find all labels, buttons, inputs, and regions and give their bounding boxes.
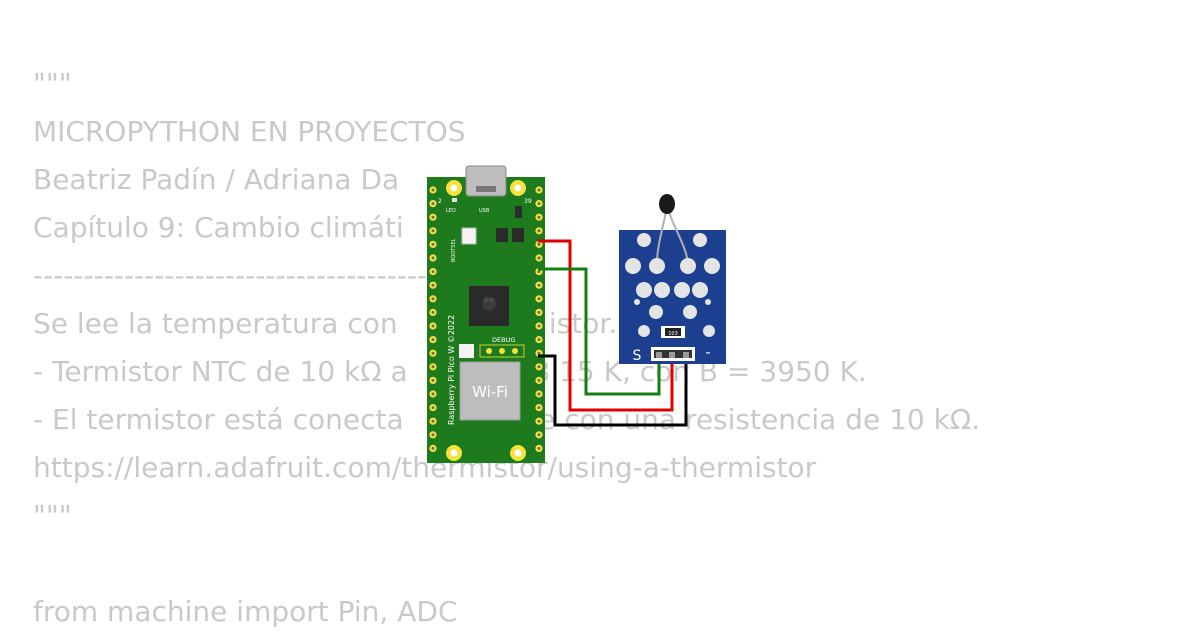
resistor-label: 103 bbox=[668, 331, 678, 337]
chip-small bbox=[512, 228, 524, 242]
code-line: """ bbox=[33, 499, 72, 532]
pico-w-board[interactable]: 2 39 LED USB BOOTSEL Raspberry Pi Pico W… bbox=[427, 165, 545, 463]
code-line: Se lee la temperatura con istor. bbox=[33, 307, 618, 340]
pin-number-right: 39 bbox=[524, 198, 532, 205]
debug-label: DEBUG bbox=[492, 336, 515, 344]
sensor-pcb bbox=[619, 230, 726, 364]
code-line: ----------------------------------------… bbox=[33, 259, 458, 292]
black-wire[interactable] bbox=[538, 354, 688, 427]
code-line: https://learn.adafruit.com/thermistor/us… bbox=[33, 451, 817, 484]
smd-component bbox=[515, 206, 522, 218]
bootsel-label: BOOTSEL bbox=[451, 238, 457, 262]
led-label: LED bbox=[446, 208, 456, 214]
led-indicator bbox=[452, 198, 457, 202]
wires bbox=[538, 239, 688, 427]
thermistor-module[interactable]: 103 S - bbox=[619, 194, 726, 364]
wifi-label: Wi-Fi bbox=[472, 383, 508, 401]
smd-pad bbox=[459, 344, 474, 358]
signal-pin-label: S bbox=[633, 348, 642, 364]
chip-small bbox=[496, 228, 508, 242]
usb-label: USB bbox=[479, 208, 490, 214]
pin-signal[interactable] bbox=[656, 352, 662, 358]
usb-port bbox=[476, 186, 496, 192]
code-line: - El termistor está conecta erie con una… bbox=[33, 403, 981, 436]
green-wire[interactable] bbox=[538, 267, 661, 396]
right-pin-header bbox=[535, 186, 543, 452]
code-line: MICROPYTHON EN PROYECTOS bbox=[33, 115, 466, 148]
pin-ground[interactable] bbox=[683, 352, 689, 358]
red-wire[interactable] bbox=[538, 239, 674, 412]
thermistor-bead bbox=[659, 194, 675, 214]
board-name-label: Raspberry Pi Pico W ©2022 bbox=[447, 315, 456, 425]
left-pin-header bbox=[429, 186, 437, 452]
code-line: Beatriz Padín / Adriana Da bbox=[33, 163, 400, 196]
pin-number-left: 2 bbox=[438, 198, 442, 205]
minus-pin-label: - bbox=[705, 345, 710, 361]
wifi-module bbox=[459, 361, 521, 421]
bootsel-button[interactable] bbox=[461, 227, 477, 245]
code-line: from machine import Pin, ADC bbox=[33, 595, 458, 628]
pin-vcc[interactable] bbox=[669, 352, 675, 358]
code-line: Capítulo 9: Cambio climáti bbox=[33, 211, 404, 244]
code-line: """ bbox=[33, 67, 72, 100]
